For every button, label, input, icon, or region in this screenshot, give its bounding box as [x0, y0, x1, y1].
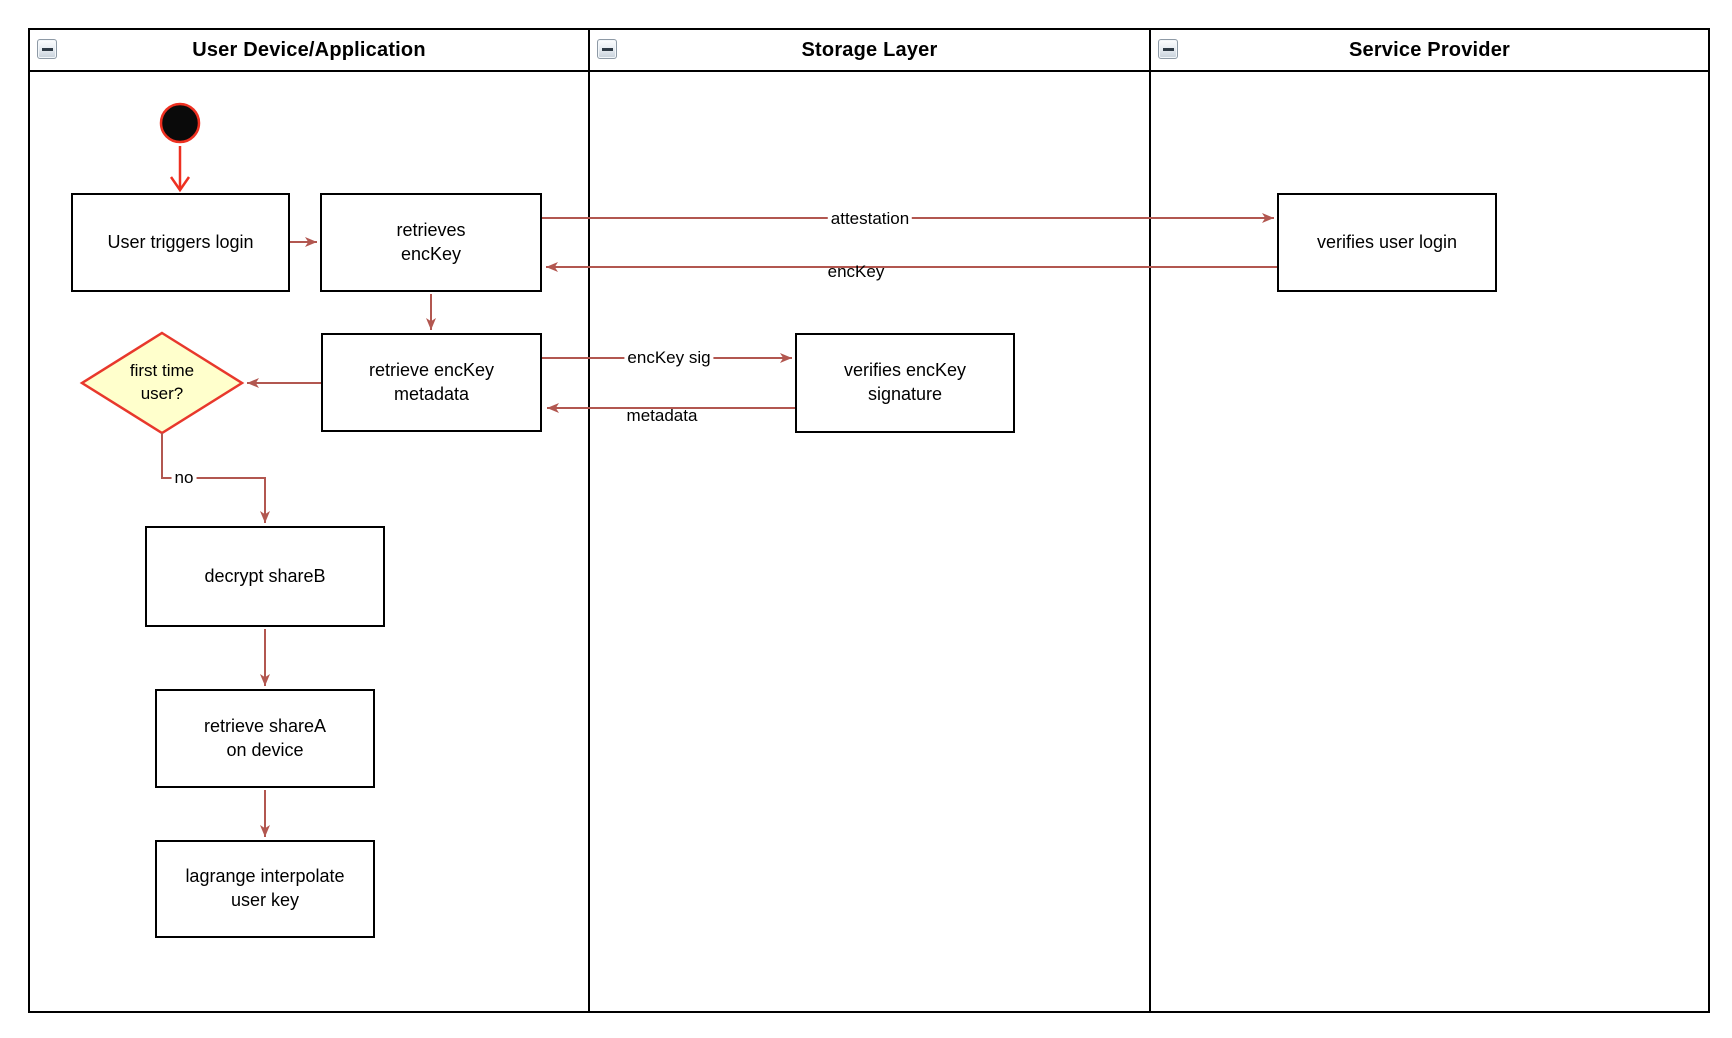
header-divider [30, 70, 1708, 72]
lane-divider-1 [588, 30, 590, 1011]
lane-header-user-device: User Device/Application [30, 30, 588, 70]
lane-header-storage-layer: Storage Layer [590, 30, 1149, 70]
activity-verifies-enckey-signature[interactable]: verifies encKey signature [795, 333, 1015, 433]
activity-verifies-user-login[interactable]: verifies user login [1277, 193, 1497, 292]
lane-title: Storage Layer [801, 38, 938, 61]
lane-header-service-provider: Service Provider [1151, 30, 1708, 70]
activity-retrieves-enckey[interactable]: retrieves encKey [320, 193, 542, 292]
minus-icon [601, 47, 613, 51]
activity-decrypt-shareb[interactable]: decrypt shareB [145, 526, 385, 627]
collapse-lane-button[interactable] [37, 39, 57, 59]
activity-user-triggers-login[interactable]: User triggers login [71, 193, 290, 292]
lane-title: User Device/Application [192, 38, 426, 61]
edge-label-attestation: attestation [827, 209, 913, 229]
edge-label-no: no [171, 468, 197, 488]
swimlane-frame [28, 28, 1710, 1013]
activity-retrieve-sharea[interactable]: retrieve shareA on device [155, 689, 375, 788]
lane-title: Service Provider [1348, 38, 1511, 61]
collapse-lane-button[interactable] [597, 39, 617, 59]
edge-label-metadata: metadata [626, 406, 698, 425]
activity-retrieve-enckey-metadata[interactable]: retrieve encKey metadata [321, 333, 542, 432]
lane-divider-2 [1149, 30, 1151, 1011]
collapse-lane-button[interactable] [1158, 39, 1178, 59]
minus-icon [1162, 47, 1174, 51]
decision-label: first time user? [129, 361, 195, 403]
edge-label-enckey-sig: encKey sig [624, 348, 714, 368]
edge-label-enckey: encKey [827, 262, 885, 281]
start-node[interactable] [159, 102, 201, 144]
minus-icon [41, 47, 53, 51]
activity-lagrange-interpolate[interactable]: lagrange interpolate user key [155, 840, 375, 938]
